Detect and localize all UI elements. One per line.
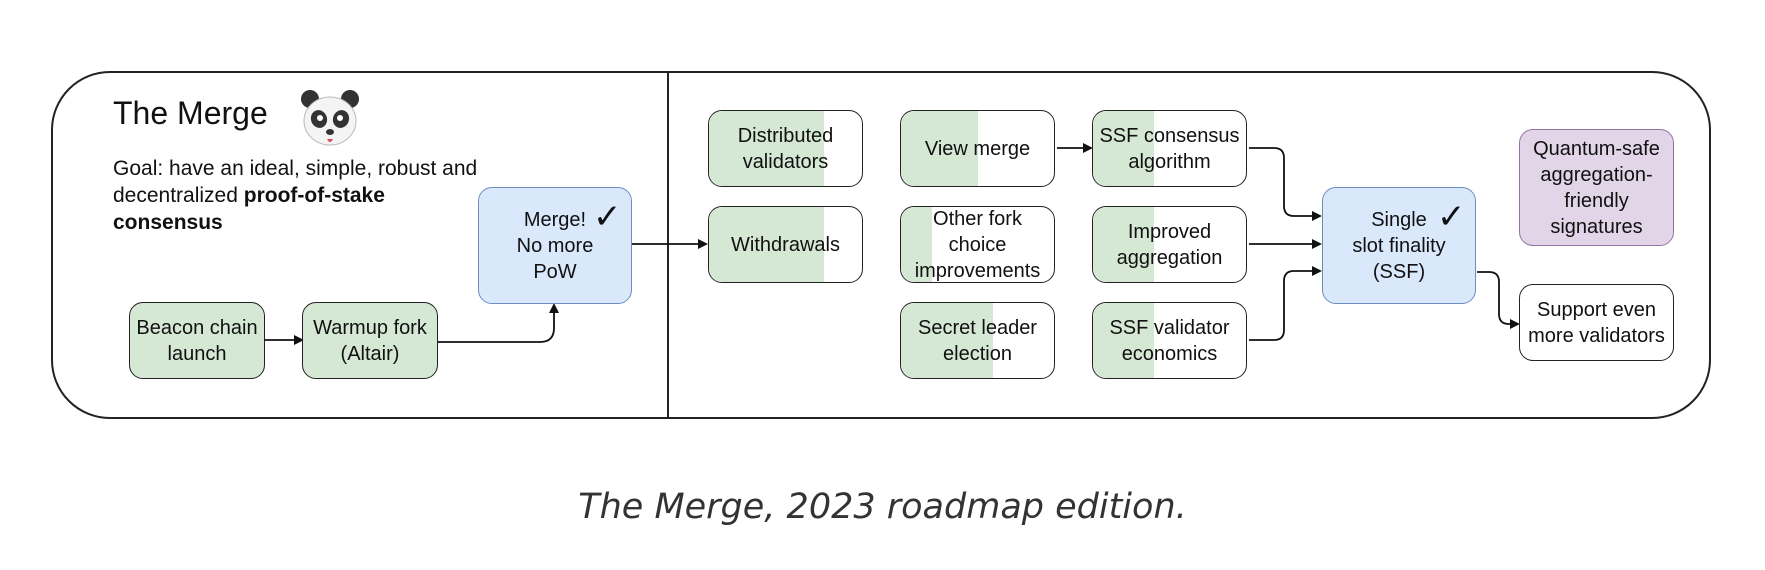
node-distributed-validators: Distributed validators <box>708 110 863 187</box>
node-single-slot-finality: Single slot finality (SSF) ✓ <box>1322 187 1476 304</box>
progress-fill <box>901 111 978 186</box>
node-improved-aggregation: Improved aggregation <box>1092 206 1247 283</box>
arrow-economics-to-ssf <box>1249 266 1322 341</box>
progress-fill <box>709 111 824 186</box>
progress-fill <box>709 207 824 282</box>
progress-fill <box>1093 303 1155 378</box>
progress-fill <box>901 207 932 282</box>
node-label: Merge! No more PoW <box>516 208 594 283</box>
node-ssf-consensus: SSF consensus algorithm <box>1092 110 1247 187</box>
node-label: SSF consensus algorithm <box>1099 124 1240 173</box>
node-label: Improved aggregation <box>1116 220 1223 269</box>
progress-fill <box>901 303 993 378</box>
node-support-more-validators: Support even more validators <box>1519 284 1674 361</box>
node-other-fork-choice: Other fork choice improvements <box>900 206 1055 283</box>
node-label: SSF validator economics <box>1109 316 1230 365</box>
arrow-warmup-to-merge <box>438 303 559 343</box>
goal-text: Goal: have an ideal, simple, robust and … <box>113 155 483 236</box>
goal-prefix: Goal: have an ideal, simple, robust and … <box>113 157 478 207</box>
checkmark-icon: ✓ <box>1437 197 1466 237</box>
figure-caption: The Merge, 2023 roadmap edition. <box>578 487 1187 527</box>
node-label: Withdrawals <box>731 233 840 256</box>
node-label: View merge <box>924 137 1031 160</box>
node-label: Beacon chain launch <box>136 316 258 365</box>
node-label: Distributed validators <box>737 124 834 173</box>
node-warmup-fork: Warmup fork (Altair) <box>302 302 438 379</box>
node-label: Quantum-safe aggregation- friendly signa… <box>1533 137 1660 238</box>
outer-border <box>51 71 1711 419</box>
node-merge: Merge! No more PoW ✓ <box>478 187 632 304</box>
node-label: Secret leader election <box>918 316 1037 365</box>
node-label: Warmup fork (Altair) <box>313 316 427 365</box>
checkmark-icon: ✓ <box>593 197 622 237</box>
node-beacon-chain-launch: Beacon chain launch <box>129 302 265 379</box>
node-label: Support even more validators <box>1528 298 1665 347</box>
node-ssf-validator-economics: SSF validator economics <box>1092 302 1247 379</box>
node-secret-leader-election: Secret leader election <box>900 302 1055 379</box>
panda-icon <box>301 90 359 146</box>
arrow-ssf-to-support <box>1477 271 1520 329</box>
node-view-merge: View merge <box>900 110 1055 187</box>
node-label: Single slot finality (SSF) <box>1352 208 1446 283</box>
node-label: Other fork choice improvements <box>914 207 1041 282</box>
goal-bold: proof-of-stake consensus <box>113 184 385 234</box>
section-title: The Merge <box>113 95 268 131</box>
node-quantum-safe-signatures: Quantum-safe aggregation- friendly signa… <box>1519 129 1674 246</box>
node-withdrawals: Withdrawals <box>708 206 863 283</box>
progress-fill <box>1093 207 1155 282</box>
arrow-ssfconsensus-to-ssf <box>1249 147 1322 221</box>
progress-fill <box>1093 111 1155 186</box>
